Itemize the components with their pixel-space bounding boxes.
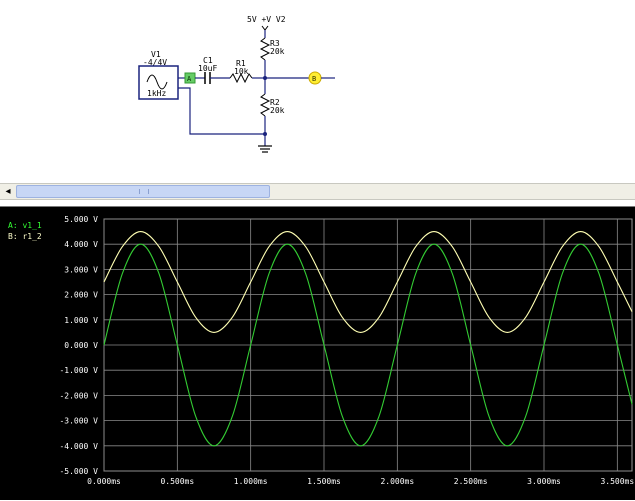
- y-tick-label: -4.000 V: [59, 442, 98, 451]
- horizontal-scrollbar[interactable]: ◂: [0, 183, 635, 200]
- y-tick-label: -1.000 V: [59, 366, 98, 375]
- y-tick-label: 2.000 V: [64, 291, 98, 300]
- resistor2-value: 20k: [270, 106, 285, 115]
- ground-icon: [258, 145, 272, 153]
- voltage-source-v1[interactable]: [138, 65, 179, 100]
- y-tick-label: -5.000 V: [59, 467, 98, 476]
- schematic-canvas[interactable]: V1 -4/4V 1kHz A C1 10uF R1 10k 5V +V V2 …: [0, 0, 635, 183]
- source-frequency: 1kHz: [147, 89, 166, 98]
- series-line-a: [103, 243, 633, 447]
- x-axis-ticks: 0.000ms 0.500ms 1.000ms 1.500ms 2.000ms 2.500…: [87, 477, 634, 486]
- resistor-r3[interactable]: [259, 37, 271, 61]
- x-tick-label: 0.000ms: [87, 477, 121, 486]
- y-tick-label: 0.000 V: [64, 341, 98, 350]
- source-name: V1: [151, 50, 161, 59]
- source-amplitude: -4/4V: [143, 58, 167, 67]
- resistor-r1[interactable]: [229, 72, 253, 84]
- resistor2-name: R2: [270, 98, 280, 107]
- probe-a-label: A: [187, 75, 192, 83]
- plot-grid: [103, 218, 633, 472]
- x-tick-label: 1.500ms: [307, 477, 341, 486]
- probe-b-label: B: [312, 75, 316, 83]
- x-tick-label: 1.000ms: [234, 477, 268, 486]
- waveform-chart: 5.000 V 4.000 V 3.000 V 2.000 V 1.000 V 0.000…: [8, 215, 634, 486]
- series-line-b: [103, 231, 633, 333]
- x-tick-label: 2.000ms: [380, 477, 414, 486]
- resistor3-value: 20k: [270, 47, 285, 56]
- resistor3-name: R3: [270, 39, 280, 48]
- y-axis-ticks: 5.000 V 4.000 V 3.000 V 2.000 V 1.000 V 0.000…: [59, 215, 98, 476]
- x-tick-label: 0.500ms: [160, 477, 194, 486]
- y-tick-label: 1.000 V: [64, 316, 98, 325]
- y-tick-label: 4.000 V: [64, 240, 98, 249]
- plot-legend: A: v1_1 B: r1_2: [8, 221, 42, 241]
- grip-icon: [139, 189, 149, 194]
- supply-arrow-icon: [261, 25, 269, 31]
- y-tick-label: -3.000 V: [59, 417, 98, 426]
- oscilloscope-plot[interactable]: 5.000 V 4.000 V 3.000 V 2.000 V 1.000 V 0.000…: [0, 206, 635, 500]
- x-tick-label: 3.000ms: [527, 477, 561, 486]
- legend-entry: B: r1_2: [8, 232, 42, 241]
- plot-series: [103, 231, 633, 447]
- capacitor-value: 10uF: [198, 64, 217, 73]
- y-tick-label: 5.000 V: [64, 215, 98, 224]
- x-tick-label: 2.500ms: [454, 477, 488, 486]
- scroll-left-icon[interactable]: ◂: [5, 186, 11, 197]
- resistor1-name: R1: [236, 59, 246, 68]
- sine-wave-icon: [146, 74, 168, 90]
- x-tick-label: 3.500ms: [600, 477, 634, 486]
- y-tick-label: 3.000 V: [64, 265, 98, 274]
- supply-label: 5V +V V2: [247, 15, 286, 24]
- circuit-diagram: V1 -4/4V 1kHz A C1 10uF R1 10k 5V +V V2 …: [138, 15, 335, 153]
- resistor-r2[interactable]: [259, 93, 271, 117]
- pane-divider[interactable]: [0, 200, 635, 206]
- legend-entry: A: v1_1: [8, 221, 42, 230]
- capacitor-name: C1: [203, 56, 213, 65]
- y-tick-label: -2.000 V: [59, 391, 98, 400]
- resistor1-value: 10k: [234, 67, 249, 76]
- scrollbar-thumb[interactable]: [16, 185, 270, 198]
